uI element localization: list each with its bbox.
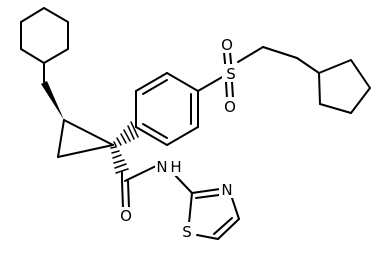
label-oxygen-lower: O bbox=[222, 97, 238, 116]
svg-text:N: N bbox=[221, 181, 232, 199]
cyclohexyl-ring bbox=[20, 7, 69, 64]
hashed-bond-aryl bbox=[113, 121, 139, 147]
wedge-bond-cyclohexyl bbox=[41, 81, 64, 120]
svg-text:H: H bbox=[170, 158, 181, 176]
svg-text:O: O bbox=[120, 207, 132, 225]
svg-text:O: O bbox=[221, 36, 233, 54]
cyclopentyl-ring bbox=[318, 59, 371, 114]
benzene-ring bbox=[135, 72, 199, 146]
thiazole-ring bbox=[188, 188, 240, 240]
hashed-bond-carbonyl bbox=[110, 146, 129, 174]
label-thiazole-sulfur: S bbox=[179, 222, 195, 241]
label-thiazole-nitrogen: N bbox=[219, 180, 235, 199]
label-amide-nh: N H bbox=[155, 156, 182, 176]
bond-methylene bbox=[262, 46, 298, 59]
label-oxygen-carbonyl: O bbox=[118, 207, 134, 225]
svg-text:O: O bbox=[224, 98, 236, 116]
bond-methylene-cyclopentyl bbox=[296, 57, 320, 74]
label-oxygen-upper: O bbox=[219, 35, 235, 54]
svg-text:N: N bbox=[156, 158, 167, 176]
svg-text:S: S bbox=[182, 223, 192, 241]
label-sulfur: S bbox=[222, 64, 240, 83]
svg-text:S: S bbox=[226, 65, 236, 83]
cyclopropane-ring bbox=[57, 119, 114, 158]
